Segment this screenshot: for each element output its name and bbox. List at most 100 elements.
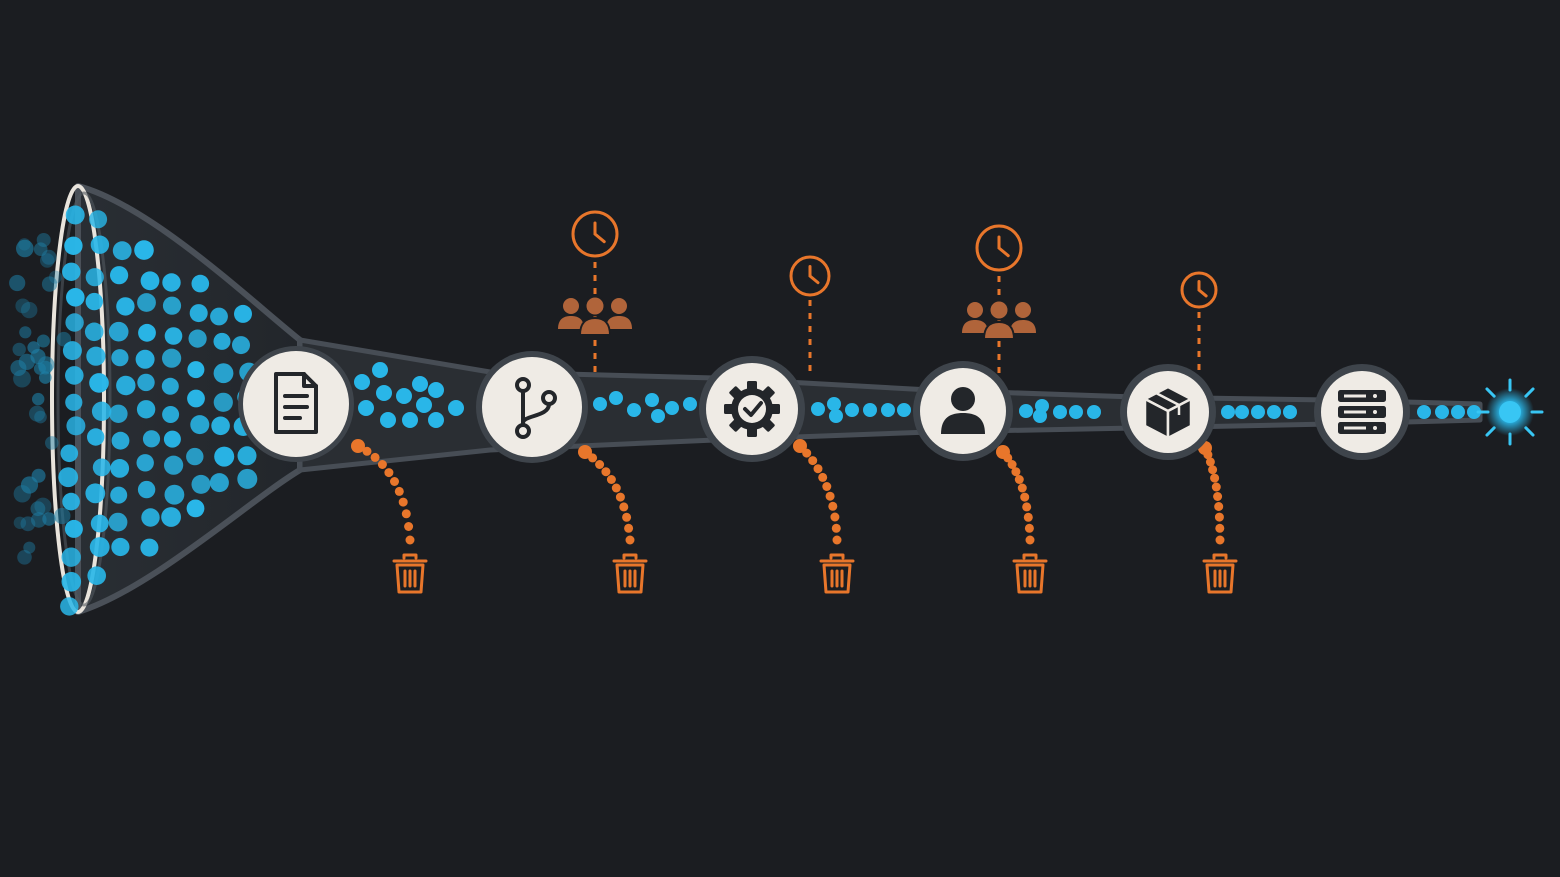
flow-particle [627, 403, 641, 417]
flow-particle [61, 547, 81, 567]
flow-particle [30, 501, 46, 517]
stage-node-deploy [1314, 364, 1410, 460]
discard-particle [615, 492, 625, 502]
flow-particle [161, 377, 179, 395]
flow-particles [9, 205, 1481, 616]
flow-particle [13, 516, 27, 529]
discard-particle [1024, 523, 1034, 533]
flow-particle [90, 514, 109, 533]
flow-particle [210, 307, 228, 326]
discard-particle [1023, 512, 1033, 522]
discard-particle [1215, 523, 1225, 533]
flow-particle [136, 400, 156, 419]
discard-particle [822, 482, 832, 491]
trash-icon [612, 553, 648, 594]
flow-particle [135, 349, 155, 369]
flow-particle [645, 393, 659, 407]
flow-particle [62, 341, 82, 361]
flow-particle [138, 323, 156, 342]
discard-particle [405, 535, 415, 545]
flow-particle [86, 346, 106, 366]
discard-particle [384, 468, 394, 478]
flow-particle [1267, 405, 1281, 419]
flow-particle [137, 480, 156, 499]
flow-particle [13, 485, 32, 503]
flow-particle [863, 403, 877, 417]
discard-particle [398, 497, 408, 507]
discard-particle [1011, 467, 1021, 477]
flow-particle [811, 402, 825, 416]
flow-particle [111, 431, 130, 450]
clock-icon [975, 224, 1023, 272]
discard-particle [588, 453, 598, 463]
flow-particle [64, 236, 83, 255]
discard-particle [1205, 457, 1215, 467]
flow-particle [428, 382, 444, 398]
flow-particle [85, 292, 104, 311]
flow-particle [36, 334, 50, 348]
discard-particle [370, 452, 380, 462]
trash-icon [1012, 553, 1048, 594]
flow-particle [141, 508, 160, 527]
flow-particle [29, 405, 45, 422]
flow-particle [191, 274, 210, 293]
flow-particle [116, 297, 135, 316]
flow-particle [1435, 405, 1449, 419]
flow-particle [92, 458, 111, 477]
flow-particle [111, 537, 130, 557]
stage-node-review [913, 361, 1013, 461]
gear-check-icon [724, 381, 780, 437]
flow-particle [136, 454, 154, 472]
flow-particle [1451, 405, 1465, 419]
discard-particle [825, 491, 835, 501]
stage-node-document [238, 346, 354, 462]
discard-bins [392, 553, 1238, 594]
discard-paths [351, 439, 1225, 545]
flow-particle [380, 412, 396, 428]
flow-particle [372, 362, 388, 378]
flow-particle [162, 273, 181, 292]
flow-particle [110, 486, 128, 504]
flow-particle [116, 375, 136, 396]
clock-icon [571, 210, 619, 258]
flow-particle [87, 428, 105, 446]
flow-particle [164, 327, 183, 345]
flow-particle [187, 389, 205, 408]
discard-particle [622, 512, 632, 522]
flow-particle [31, 468, 46, 483]
flow-particle [34, 410, 47, 424]
flow-particle [60, 444, 79, 463]
flow-particle [1283, 405, 1297, 419]
flow-particle [58, 467, 79, 488]
stage-node-package [1120, 364, 1216, 460]
discard-particle [828, 501, 838, 511]
flow-particle [109, 404, 128, 423]
flow-particle [412, 376, 428, 392]
flow-particle [23, 541, 36, 554]
discard-particle [1210, 473, 1220, 483]
server-icon [1338, 390, 1386, 434]
flow-particle [66, 288, 85, 307]
flow-particle [65, 366, 84, 385]
flow-particle [1019, 404, 1033, 418]
flow-particle [1467, 405, 1481, 419]
flow-particle [62, 492, 80, 511]
flow-particle [9, 274, 26, 292]
discard-particle [1003, 453, 1013, 463]
flow-particle [448, 400, 464, 416]
flow-particle [164, 484, 185, 505]
flow-particle [190, 415, 210, 435]
flow-particle [64, 519, 83, 538]
discard-particle [830, 512, 840, 522]
flow-particle [39, 371, 52, 384]
flow-particle [90, 235, 110, 254]
flow-particle [1069, 405, 1083, 419]
flow-particle [161, 507, 182, 527]
clock-icon [789, 255, 831, 297]
discard-particle [831, 523, 841, 533]
flow-particle [376, 385, 392, 401]
stage-nodes [238, 346, 1410, 463]
stage-node-branch [476, 351, 588, 463]
discard-particle [832, 535, 842, 545]
flow-particle [683, 397, 697, 411]
